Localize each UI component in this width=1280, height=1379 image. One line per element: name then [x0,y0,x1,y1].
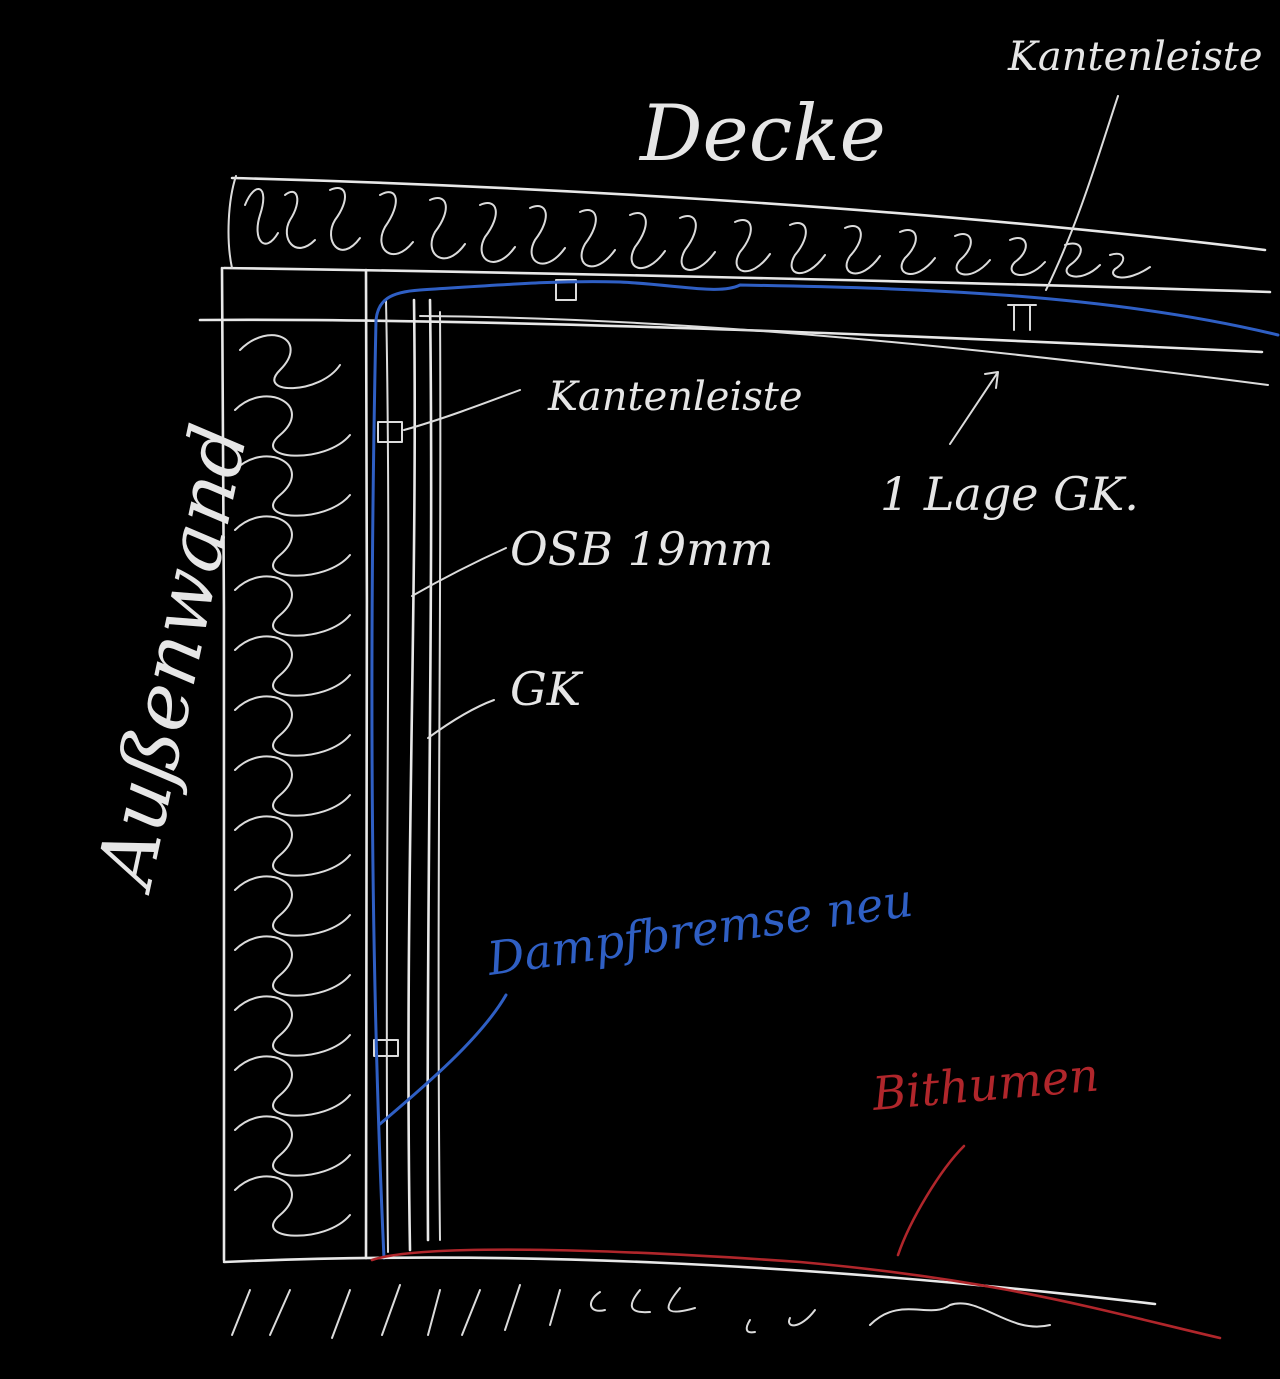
vapor-brake-leader [378,993,508,1126]
osb-leader [411,547,507,597]
wall-edge-strip-marker-2 [373,1039,399,1057]
ceiling-edge-strip-marker [555,279,577,301]
edge-strip-top-label: Kantenleiste [1007,34,1263,80]
wall-insulation-hatching [234,334,351,1237]
inner-wall-layers [373,298,442,1253]
drywall-layer-label: 1 Lage GK. [880,467,1139,521]
gk-label: GK [510,662,584,716]
wall-edge-strip-marker [377,421,403,443]
edge-strip-top-leader [1045,95,1119,291]
edge-strip-mid-label: Kantenleiste [547,374,803,420]
floor-hatching [231,1284,1051,1339]
outer-wall [220,266,369,1262]
edge-strip-mid-leader [403,389,521,431]
osb-label: OSB 19mm [510,522,773,576]
bitumen-line [370,1248,1222,1340]
gk-leader [427,699,495,739]
vapor-brake-label: Dampfbremse neu [483,873,916,986]
drywall-layer-leader [949,371,999,445]
ceiling-hatching [244,187,1151,279]
ceiling-slab [198,175,1272,386]
bitumen-leader [896,1144,966,1257]
ceiling-label: Decke [638,89,886,179]
floor [222,1256,1157,1339]
bitumen-label: Bithumen [869,1047,1101,1121]
ceiling-edge-strip-marker-2 [1007,304,1037,331]
vapor-brake-line [370,280,1280,1260]
